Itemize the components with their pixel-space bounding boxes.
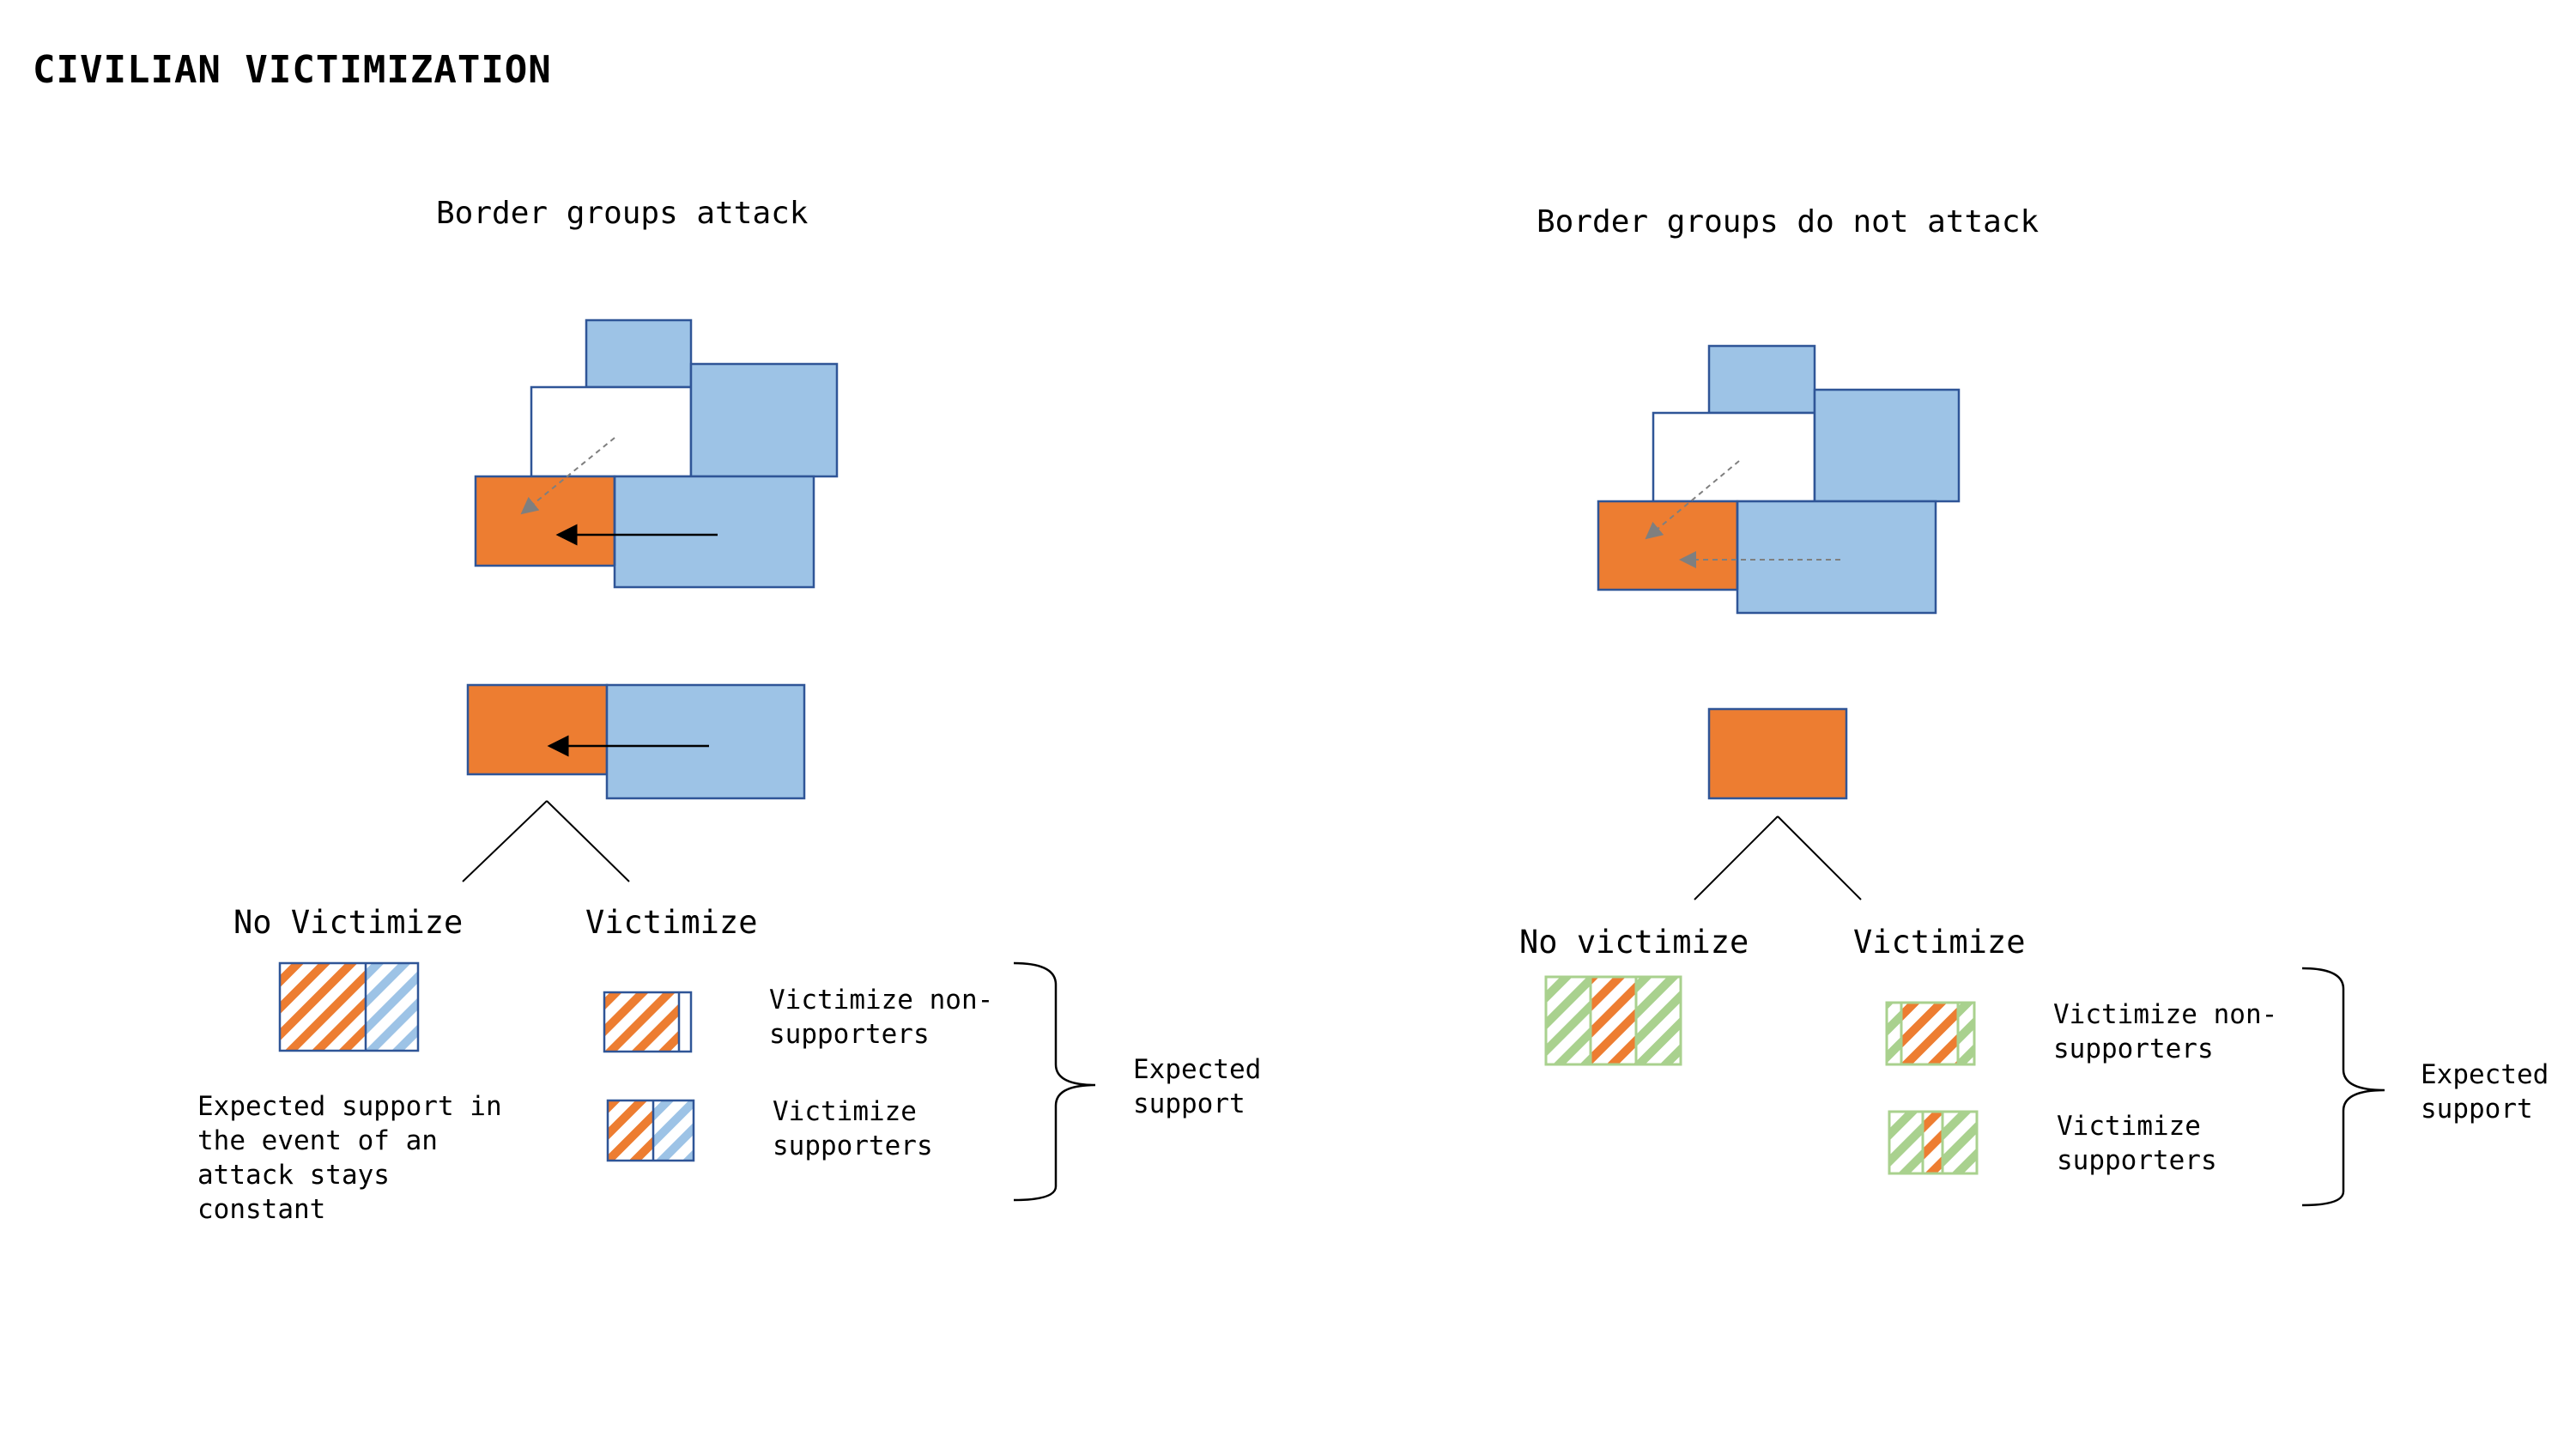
no-attack-territory-map bbox=[1597, 344, 1961, 615]
attack-map-rebel-right bbox=[689, 362, 839, 478]
attack-map-rebel-top bbox=[585, 318, 693, 389]
attack-territory-map bbox=[474, 318, 839, 589]
no-attack-no-victimize-support bbox=[1544, 975, 1682, 1066]
no-attack-victimize-supporters-box bbox=[1888, 1110, 1979, 1175]
no-attack-node-government bbox=[1707, 707, 1848, 800]
no-attack-branch-victimize: Victimize bbox=[1853, 924, 2025, 961]
attack-branch-no-victimize: No Victimize bbox=[233, 904, 463, 941]
no-attack-expected-support-label: Expected support bbox=[2421, 1059, 2565, 1125]
attack-victimize-non-supporters-label: Victimize non- supporters bbox=[769, 985, 1009, 1050]
attack-no-victimize-support bbox=[278, 961, 420, 1052]
no-attack-map-empty-region bbox=[1652, 411, 1816, 503]
no-attack-decision-node bbox=[1694, 707, 1862, 900]
panel-no-attack: Border groups do not attack No victimize… bbox=[1519, 204, 2565, 1207]
attack-branch-right-line bbox=[546, 800, 630, 882]
attack-branch-victimize: Victimize bbox=[585, 904, 757, 941]
no-attack-expected-support-brace bbox=[2301, 967, 2385, 1207]
no-attack-victimize-supporters-label: Victimize supporters bbox=[2057, 1111, 2217, 1176]
attack-victimize-supporters-box bbox=[606, 1099, 695, 1162]
no-attack-branch-right-line bbox=[1777, 815, 1862, 900]
no-attack-map-rebel-right bbox=[1813, 388, 1961, 503]
attack-branch-left-line bbox=[462, 800, 548, 882]
attack-victimize-supporters-label: Victimize supporters bbox=[773, 1096, 933, 1161]
panel-attack-heading: Border groups attack bbox=[436, 196, 809, 231]
no-attack-branch-left-line bbox=[1694, 815, 1779, 900]
attack-map-border-group bbox=[613, 475, 815, 589]
no-attack-map-government-region bbox=[1597, 500, 1739, 591]
no-attack-map-border-group bbox=[1736, 500, 1937, 615]
attack-map-government-region bbox=[474, 475, 616, 567]
slide-title: CIVILIAN VICTIMIZATION bbox=[33, 48, 552, 92]
no-attack-victimize-non-supporters-label: Victimize non- supporters bbox=[2053, 999, 2294, 1064]
attack-node-government bbox=[466, 683, 609, 776]
attack-expected-support-label: Expected support bbox=[1133, 1054, 1277, 1119]
attack-node-border-group bbox=[605, 683, 806, 800]
attack-map-empty-region bbox=[530, 385, 693, 478]
attack-note: Expected support in the event of an atta… bbox=[197, 1091, 518, 1225]
attack-decision-node bbox=[462, 683, 806, 882]
no-attack-map-rebel-top bbox=[1707, 344, 1816, 415]
no-attack-branch-no-victimize: No victimize bbox=[1519, 924, 1749, 961]
attack-expected-support-brace bbox=[1013, 961, 1096, 1202]
no-attack-victimize-non-supporters-box bbox=[1885, 1001, 1976, 1066]
no-attack-map-dashed-arrow bbox=[1645, 460, 1740, 540]
panel-no-attack-heading: Border groups do not attack bbox=[1537, 204, 2040, 239]
panel-attack: Border groups attack No Victimiz bbox=[197, 196, 1277, 1225]
attack-map-dashed-arrow bbox=[520, 437, 615, 515]
attack-victimize-non-supporters-box bbox=[603, 991, 693, 1053]
